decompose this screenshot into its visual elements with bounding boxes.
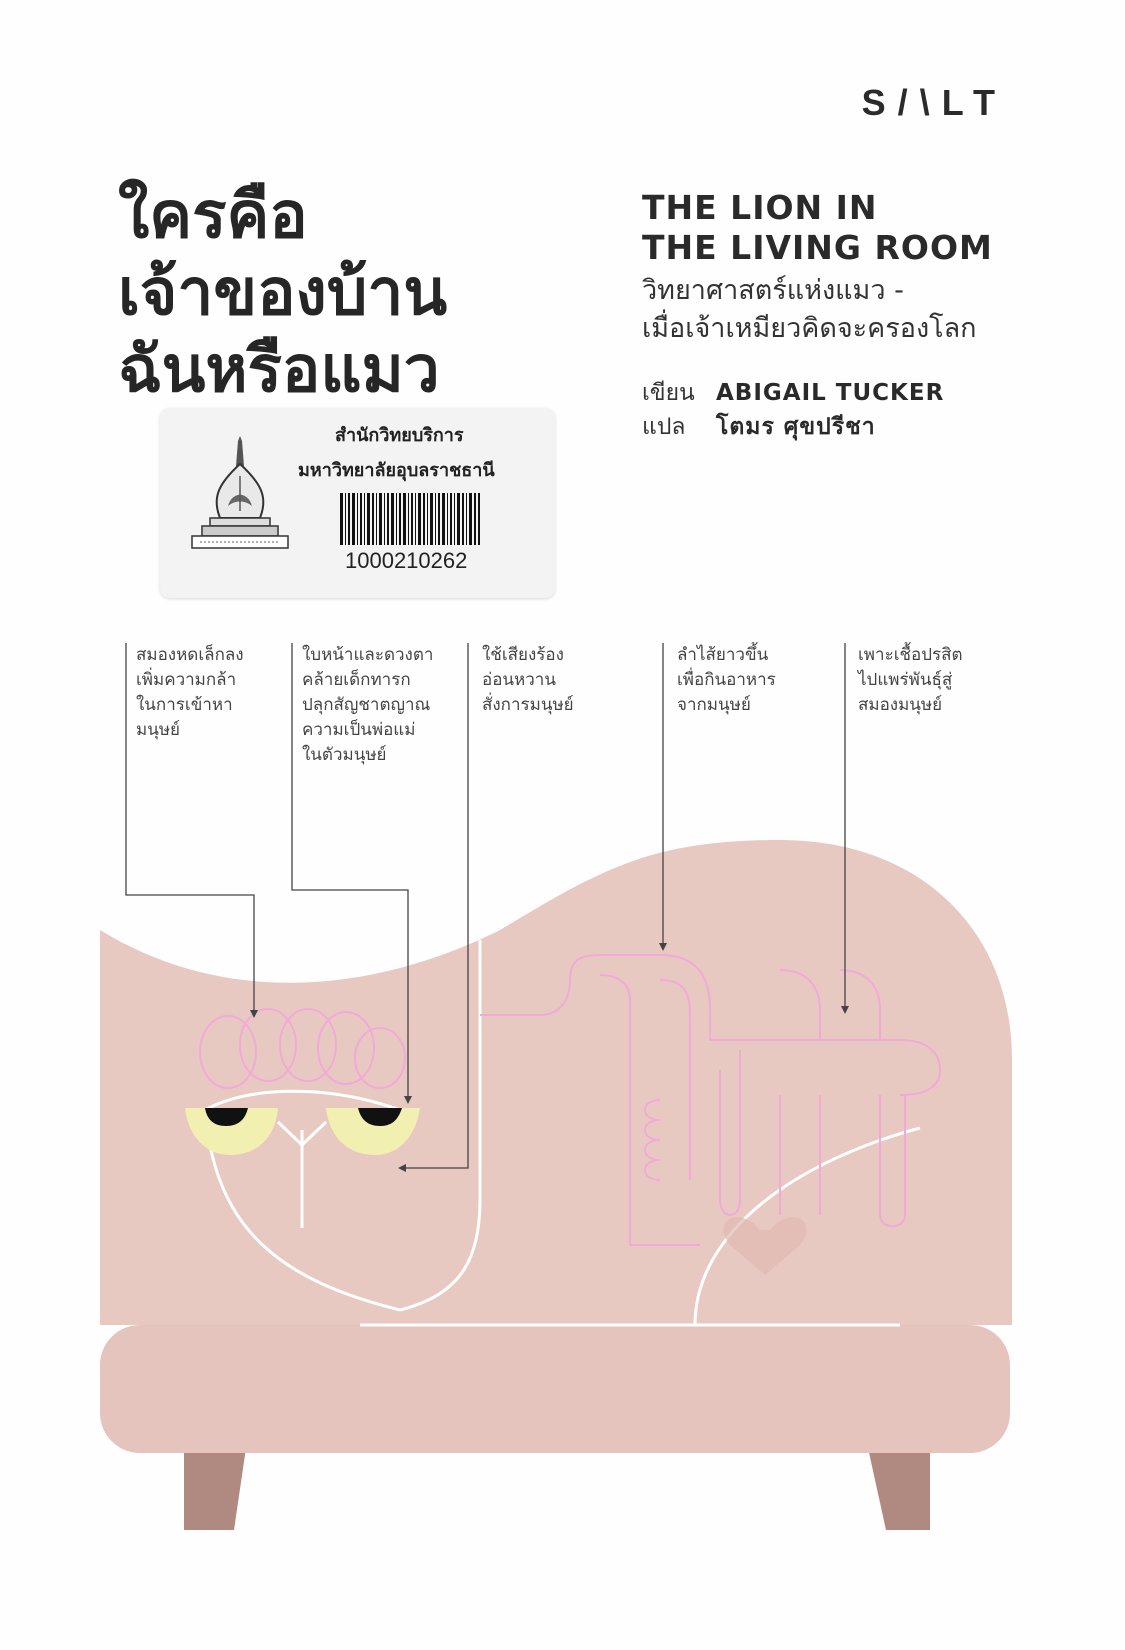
arrow-icon [404, 1096, 412, 1104]
cat-contour-lines [203, 940, 921, 1327]
arrow-icon [250, 1010, 258, 1018]
barcode [340, 493, 480, 545]
annotation-face: ใบหน้าและดวงตา คล้ายเด็กทารก ปลุกสัญชาตญ… [302, 645, 434, 765]
annotation-voice: ใช้เสียงร้อง อ่อนหวาน สั่งการมนุษย์ [482, 645, 574, 715]
credit-translator: แปล โตมร ศุขปรีชา [642, 410, 944, 444]
brain-loops [199, 1008, 406, 1089]
annotation-intestine: ลำไส้ยาวขึ้น เพื่อกินอาหาร จากมนุษย์ [677, 645, 776, 715]
cat-body [100, 840, 1012, 1325]
left-eye-icon [185, 1108, 278, 1155]
university-emblem-icon [191, 436, 289, 549]
library-name: สำนักวิทยบริการ [335, 425, 464, 446]
sofa-base [100, 1325, 1010, 1453]
thai-title: ใครคือ เจ้าของบ้าน ฉันหรือแมว [118, 179, 448, 407]
intestine-lines [480, 954, 942, 1246]
credit-author: เขียน ABIGAIL TUCKER [642, 376, 944, 410]
arrow-icon [841, 1006, 849, 1014]
callout-lines [125, 643, 846, 1169]
cat-eyes [185, 1108, 420, 1155]
heart-icon [723, 1217, 807, 1275]
publisher-logo: S/\LT [861, 82, 1007, 123]
barcode-number: 1000210262 [345, 548, 468, 573]
annotation-brain: สมองหดเล็กลง เพิ่มความกล้า ในการเข้าหา ม… [136, 645, 244, 740]
credits: เขียน ABIGAIL TUCKER แปล โตมร ศุขปรีชา [642, 376, 944, 444]
right-eye-icon [326, 1108, 420, 1155]
translator-name: โตมร ศุขปรีชา [716, 414, 876, 440]
sofa-leg-right [868, 1448, 930, 1530]
credit-role: แปล [642, 414, 686, 440]
arrow-icon [659, 943, 667, 951]
annotation-parasite: เพาะเชื้อปรสิต ไปแพร่พันธุ์สู่ สมองมนุษย… [858, 645, 963, 715]
english-title: THE LION IN THE LIVING ROOM [642, 188, 993, 267]
subtitle: วิทยาศาสตร์แห่งแมว - เมื่อเจ้าเหมียวคิดจ… [642, 275, 977, 344]
library-sticker: สำนักวิทยบริการ มหาวิทยาลัยอุบลราชธานี [160, 408, 555, 598]
credit-role: เขียน [642, 380, 695, 406]
author-name: ABIGAIL TUCKER [716, 380, 945, 406]
arrow-icon [398, 1164, 406, 1172]
sofa-leg-left [184, 1448, 246, 1530]
callout-arrowheads [250, 943, 849, 1172]
cat-nose-icon [276, 1120, 328, 1148]
cat-on-sofa-illustration [100, 643, 1012, 1530]
university-name: มหาวิทยาลัยอุบลราชธานี [298, 460, 495, 481]
